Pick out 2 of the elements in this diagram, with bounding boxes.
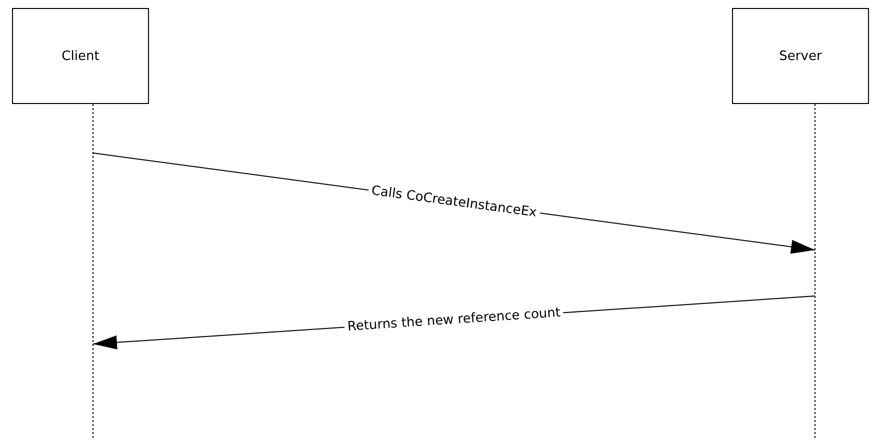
participant-name: Client: [62, 48, 100, 64]
participant-name: Server: [779, 48, 822, 64]
